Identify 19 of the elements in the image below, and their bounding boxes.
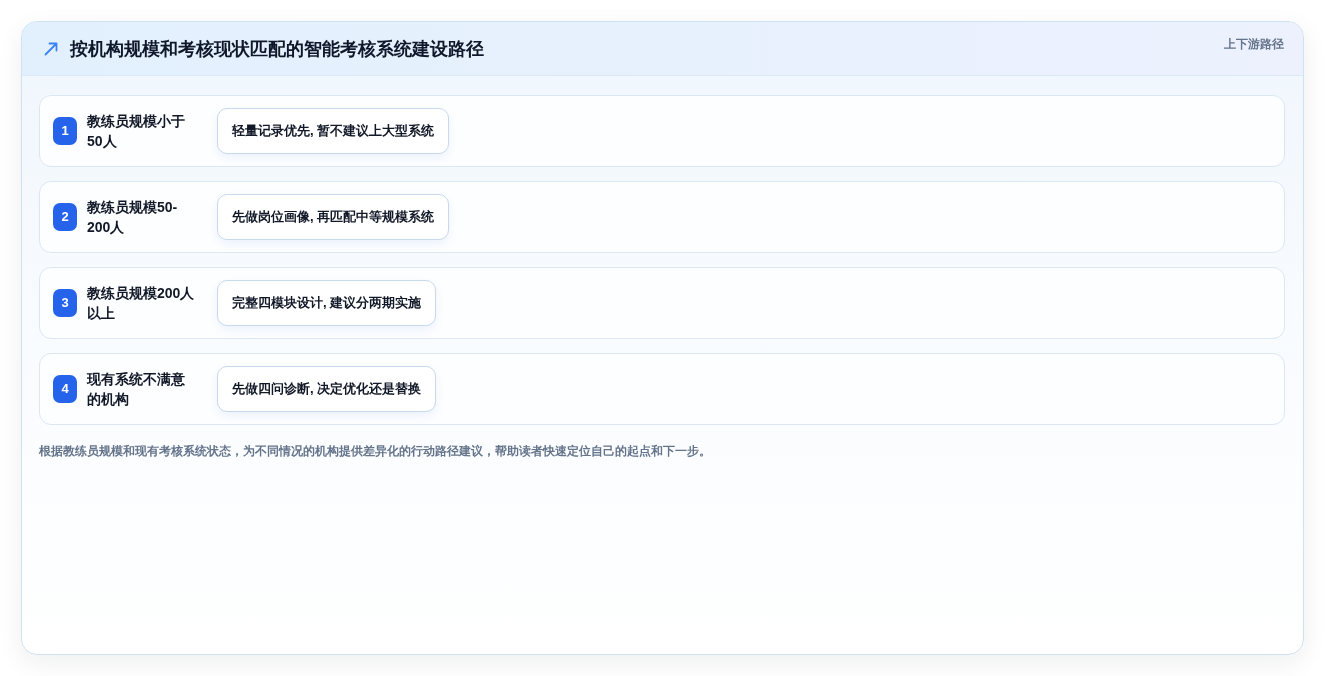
step-number-badge: 2 <box>53 203 77 231</box>
row-card <box>39 353 1285 425</box>
caption: 根据教练员规模和现有考核系统状态，为不同情况的机构提供差异化的行动路径建议，帮助读者快速定位自己的起点和下一步。 <box>39 443 711 459</box>
row-heading: 教练员规模50-200人 <box>87 198 179 237</box>
header-tag: 上下游路径 <box>1224 36 1284 52</box>
row-card <box>39 181 1285 253</box>
step-number-badge: 1 <box>53 117 77 145</box>
recommendation-box: 轻量记录优先, 暂不建议上大型系统 <box>217 108 450 154</box>
row-heading: 教练员规模小于50人 <box>87 112 186 151</box>
recommendation-box: 完整四模块设计, 建议分两期实施 <box>217 280 437 326</box>
step-number-badge: 3 <box>53 289 77 317</box>
recommendation-box: 先做岗位画像, 再匹配中等规模系统 <box>217 194 450 240</box>
step-number-badge: 4 <box>53 375 77 403</box>
recommendation-box: 先做四问诊断, 决定优化还是替换 <box>217 366 437 412</box>
row-card <box>39 267 1285 339</box>
row-heading: 现有系统不满意的机构 <box>87 370 186 409</box>
title: 按机构规模和考核现状匹配的智能考核系统建设路径 <box>70 38 484 61</box>
row-heading: 教练员规模200人以上 <box>87 284 196 323</box>
row-card <box>39 95 1285 167</box>
